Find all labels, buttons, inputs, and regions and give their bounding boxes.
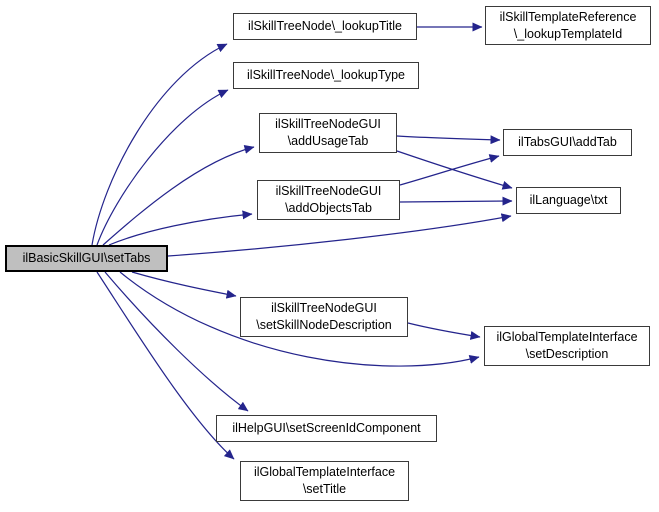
node-ilSkillTreeNode-lookupTitle[interactable]: ilSkillTreeNode\_lookupTitle [233, 13, 417, 40]
node-ilBasicSkillGUI-setTabs: ilBasicSkillGUI\setTabs [5, 245, 168, 272]
edge-setTabs-to-setDescription [119, 271, 480, 367]
node-ilLanguage-txt[interactable]: ilLanguage\txt [516, 187, 621, 214]
node-ilSkillTemplateReference-lookupTemplateId[interactable]: ilSkillTemplateReference \_lookupTemplat… [485, 6, 651, 45]
node-ilGlobalTemplateInterface-setDescription[interactable]: ilGlobalTemplateInterface \setDescriptio… [484, 326, 650, 366]
node-ilSkillTreeNode-lookupType[interactable]: ilSkillTreeNode\_lookupType [233, 62, 419, 89]
node-ilGlobalTemplateInterface-setTitle[interactable]: ilGlobalTemplateInterface \setTitle [240, 461, 409, 501]
node-ilSkillTreeNodeGUI-setSkillNodeDescription[interactable]: ilSkillTreeNodeGUI \setSkillNodeDescript… [240, 297, 408, 337]
edge-setTabs-to-setScreenIdComponent [104, 271, 249, 412]
node-ilSkillTreeNodeGUI-addUsageTab[interactable]: ilSkillTreeNodeGUI \addUsageTab [259, 113, 397, 153]
node-ilTabsGUI-addTab[interactable]: ilTabsGUI\addTab [503, 129, 632, 156]
edge-addUsageTab-to-txt [396, 150, 513, 190]
node-ilHelpGUI-setScreenIdComponent[interactable]: ilHelpGUI\setScreenIdComponent [216, 415, 437, 442]
edge-setTabs-to-setTitle [96, 271, 235, 460]
edge-setTabs-to-lookupTitle [91, 43, 228, 246]
edge-setSkillNodeDescription-to-setDescription [407, 322, 481, 340]
edge-addObjectsTab-to-txt [399, 196, 513, 206]
edge-setTabs-to-lookupType [96, 89, 229, 246]
edge-addObjectsTab-to-addTab [399, 154, 500, 186]
edge-setTabs-to-addUsageTab [102, 145, 255, 246]
edge-setTabs-to-txt [167, 213, 512, 257]
edge-setTabs-to-addObjectsTab [108, 210, 253, 246]
node-ilSkillTreeNodeGUI-addObjectsTab[interactable]: ilSkillTreeNodeGUI \addObjectsTab [257, 180, 400, 220]
edge-setTabs-to-setSkillNodeDescription [131, 271, 237, 299]
edge-addUsageTab-to-addTab [396, 135, 501, 145]
